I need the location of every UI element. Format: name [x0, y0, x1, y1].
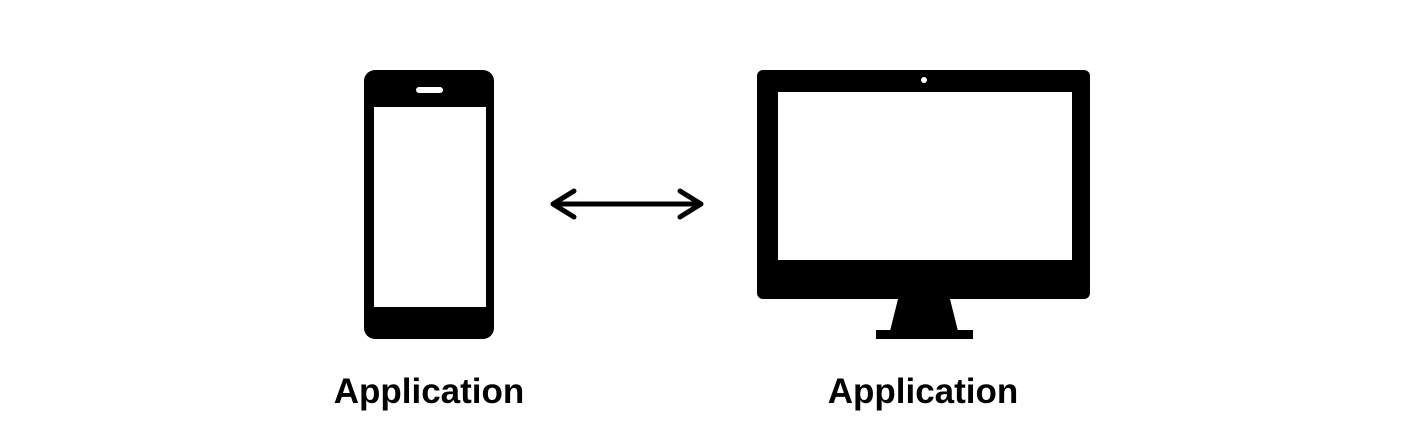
smartphone-icon — [364, 70, 494, 339]
desktop-monitor-icon — [757, 70, 1090, 339]
desktop-application-label: Application — [827, 372, 1019, 411]
phone-application-label: Application — [333, 372, 525, 411]
bidirectional-arrow-icon — [550, 188, 704, 220]
